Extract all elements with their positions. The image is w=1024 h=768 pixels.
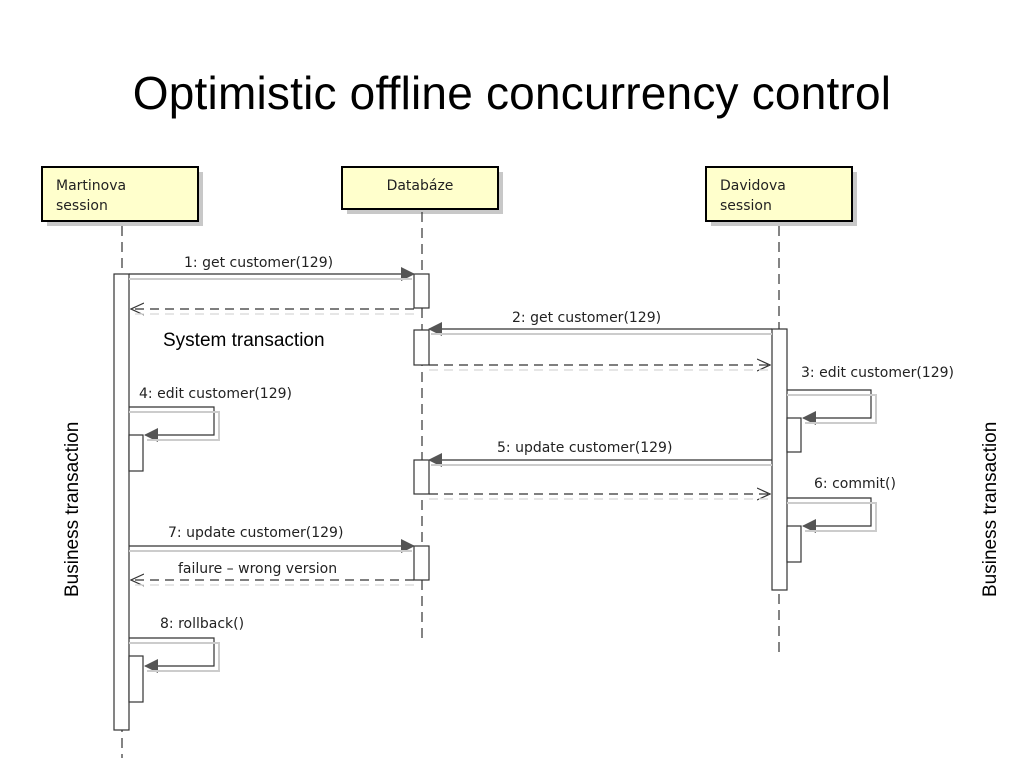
activation-davidova-main bbox=[771, 328, 788, 591]
message-3-arrow bbox=[787, 389, 872, 425]
lifelines bbox=[121, 212, 780, 758]
message-3-label: 3: edit customer(129) bbox=[801, 365, 954, 381]
participant-davidova-line2: session bbox=[720, 198, 772, 214]
message-2-label: 2: get customer(129) bbox=[512, 310, 661, 326]
business-transaction-right-label: Business transaction bbox=[980, 421, 1001, 597]
message-8-arrow bbox=[129, 637, 215, 673]
activation-martinova-rollback bbox=[128, 655, 144, 703]
message-8-label: 8: rollback() bbox=[160, 616, 244, 632]
activation-db-4 bbox=[413, 545, 430, 581]
activations bbox=[113, 273, 802, 731]
message-1-label: 1: get customer(129) bbox=[184, 255, 333, 271]
participant-databaze: Databáze bbox=[341, 166, 503, 214]
activation-martinova-main bbox=[113, 273, 130, 731]
participant-martinova-line2: session bbox=[56, 198, 108, 214]
activation-db-2 bbox=[413, 329, 430, 366]
participant-databaze-label: Databáze bbox=[387, 178, 454, 194]
system-transaction-label: System transaction bbox=[163, 330, 325, 351]
activation-davidova-edit bbox=[786, 417, 802, 453]
slide-title: Optimistic offline concurrency control bbox=[132, 67, 892, 119]
participant-martinova-line1: Martinova bbox=[56, 178, 126, 194]
participant-davidova: Davidova session bbox=[705, 166, 857, 226]
failure-label: failure – wrong version bbox=[178, 561, 337, 577]
message-7-label: 7: update customer(129) bbox=[168, 525, 343, 541]
activation-martinova-edit bbox=[128, 434, 144, 472]
message-6-arrow bbox=[787, 497, 872, 533]
message-5-label: 5: update customer(129) bbox=[497, 440, 672, 456]
activation-db-1 bbox=[413, 273, 430, 309]
participant-martinova: Martinova session bbox=[41, 166, 203, 226]
message-6-label: 6: commit() bbox=[814, 476, 896, 492]
business-transaction-left-label: Business transaction bbox=[62, 421, 83, 597]
participant-davidova-line1: Davidova bbox=[720, 178, 786, 194]
activation-davidova-commit bbox=[786, 525, 802, 563]
activation-db-3 bbox=[413, 459, 430, 495]
message-4-arrow bbox=[129, 406, 215, 442]
message-4-label: 4: edit customer(129) bbox=[139, 386, 292, 402]
